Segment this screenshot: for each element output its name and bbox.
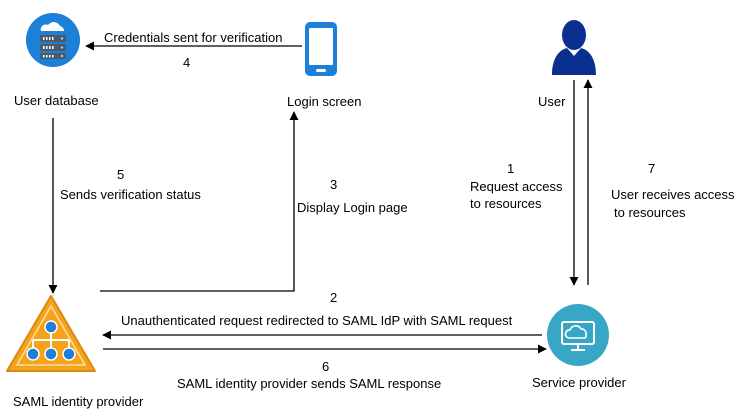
step-7-text-line-2: to resources bbox=[614, 205, 686, 220]
network-triangle-icon bbox=[6, 295, 96, 372]
step-7-number: 7 bbox=[648, 161, 656, 176]
step-3-number: 3 bbox=[330, 177, 338, 192]
step-1-text-line-1: Request access bbox=[470, 179, 563, 194]
node-label-user-database: User database bbox=[14, 93, 99, 108]
step-6-number: 6 bbox=[322, 359, 330, 374]
step-7-text-line-1: User receives access bbox=[611, 187, 735, 202]
node-label-user: User bbox=[538, 94, 566, 109]
step-4-text: Credentials sent for verification bbox=[104, 30, 283, 45]
server-cloud-icon bbox=[26, 13, 80, 67]
cloud-monitor-icon bbox=[547, 304, 609, 366]
step-2-number: 2 bbox=[330, 290, 338, 305]
step-4-number: 4 bbox=[183, 55, 191, 70]
node-label-saml-identity-provider: SAML identity provider bbox=[13, 394, 144, 409]
step-5-number: 5 bbox=[117, 167, 125, 182]
step-5-text: Sends verification status bbox=[60, 187, 201, 202]
node-label-service-provider: Service provider bbox=[532, 375, 626, 390]
user-silhouette-icon bbox=[552, 20, 596, 75]
smartphone-icon bbox=[305, 22, 337, 76]
node-label-login-screen: Login screen bbox=[287, 94, 362, 109]
step-6-text: SAML identity provider sends SAML respon… bbox=[177, 376, 442, 391]
step-3-text: Display Login page bbox=[297, 200, 408, 215]
step-2-text: Unauthenticated request redirected to SA… bbox=[121, 313, 513, 328]
step-1-number: 1 bbox=[507, 161, 515, 176]
step-1-text-line-2: to resources bbox=[470, 196, 542, 211]
arrow-step-3 bbox=[100, 111, 299, 292]
